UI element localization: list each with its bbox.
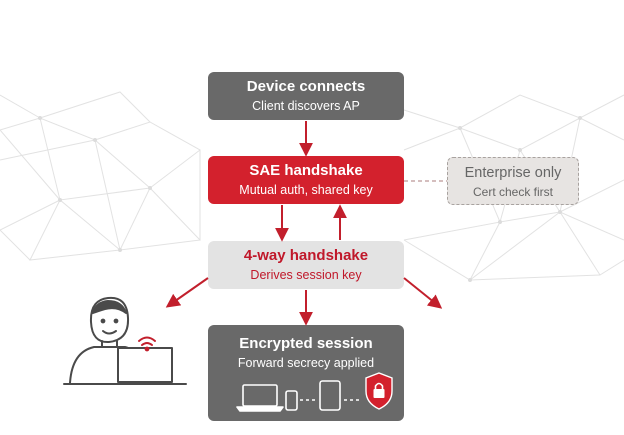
enterprise-only-title: Enterprise only xyxy=(464,165,562,181)
sae-handshake-step: SAE handshake Mutual auth, shared key xyxy=(208,156,404,204)
device-connects-title: Device connects xyxy=(246,78,366,95)
encrypted-session-step: Encrypted session Forward secrecy applie… xyxy=(208,325,404,421)
four-way-handshake-step: 4-way handshake Derives session key xyxy=(208,241,404,289)
four-way-handshake-title: 4-way handshake xyxy=(243,247,369,264)
four-way-handshake-subtitle: Derives session key xyxy=(250,268,362,282)
sae-handshake-title: SAE handshake xyxy=(249,162,363,179)
device-connects-step: Device connects Client discovers AP xyxy=(208,72,404,120)
device-connects-subtitle: Client discovers AP xyxy=(252,99,360,113)
encrypted-session-title: Encrypted session xyxy=(239,335,373,352)
encrypted-session-subtitle: Forward secrecy applied xyxy=(237,356,375,370)
enterprise-only-subtitle: Cert check first xyxy=(472,185,553,199)
enterprise-only-step: Enterprise only Cert check first xyxy=(447,157,579,205)
sae-handshake-subtitle: Mutual auth, shared key xyxy=(239,183,373,197)
